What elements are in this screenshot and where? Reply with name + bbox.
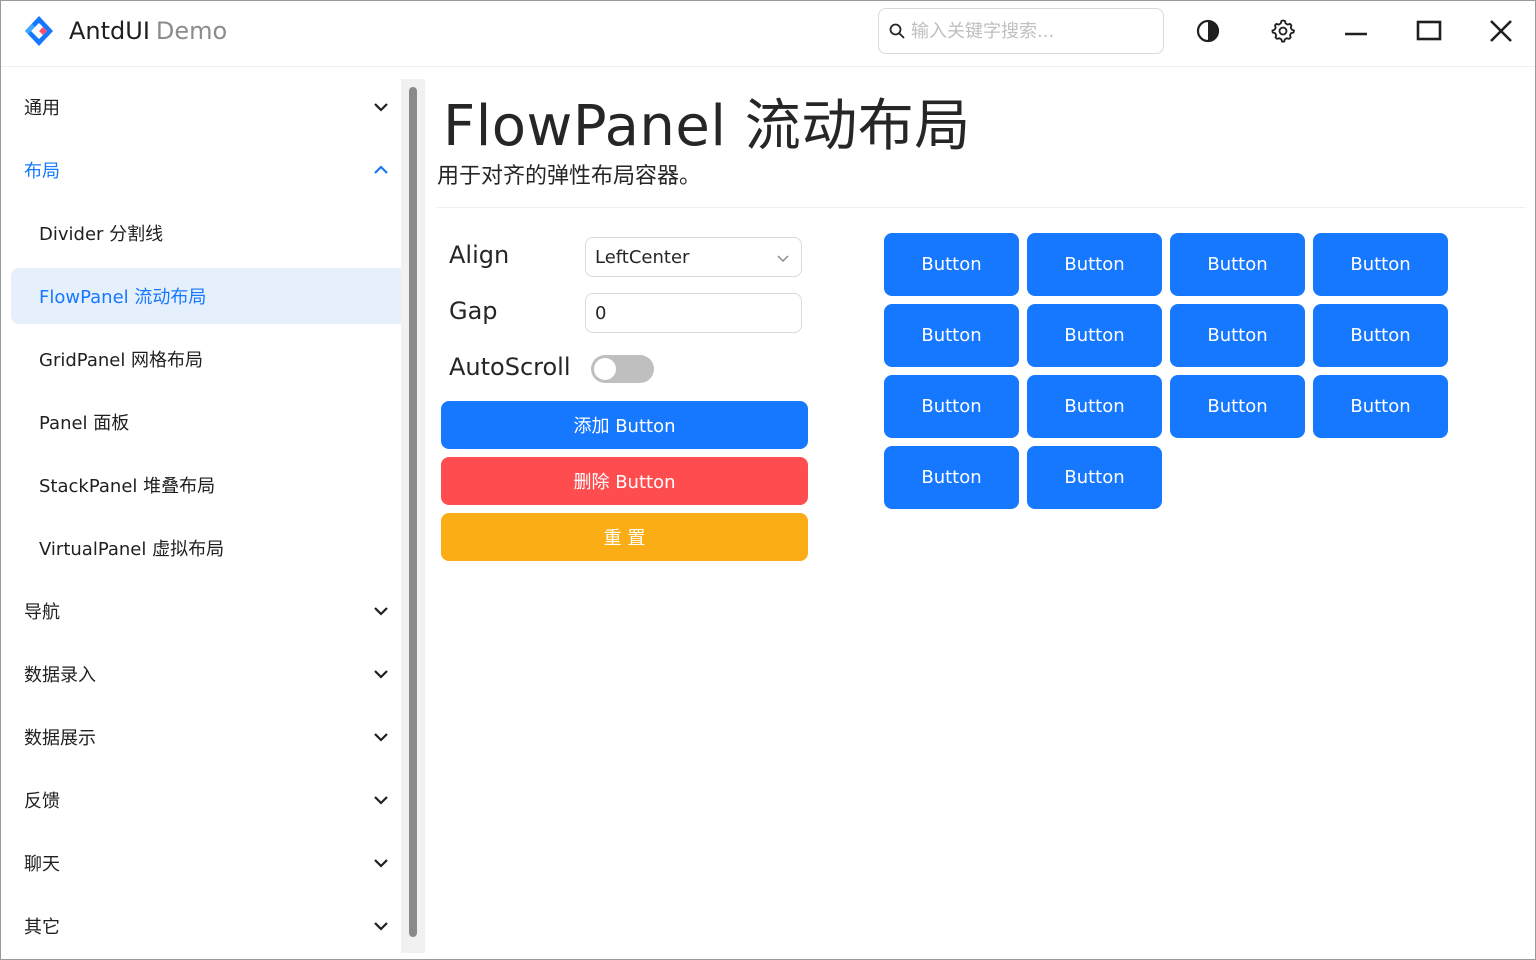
chevron-down-icon	[374, 796, 388, 805]
flow-button[interactable]: Button	[1027, 304, 1162, 367]
sidebar-scrollbar-thumb[interactable]	[409, 87, 417, 937]
delete-button[interactable]: 删除 Button	[441, 457, 808, 505]
minimize-button[interactable]	[1336, 11, 1376, 51]
theme-toggle-icon	[1196, 19, 1220, 43]
search-icon	[889, 23, 905, 39]
sidebar-group-other[interactable]: 其它	[3, 898, 425, 954]
header-divider	[437, 207, 1525, 208]
sidebar-item-label: FlowPanel 流动布局	[39, 287, 207, 308]
sidebar-item-panel[interactable]: Panel 面板	[11, 394, 425, 450]
minimize-icon	[1345, 32, 1367, 36]
maximize-button[interactable]	[1409, 11, 1449, 51]
page-title: FlowPanel 流动布局	[443, 94, 971, 159]
sidebar-item-label: GridPanel 网格布局	[39, 350, 204, 371]
align-label: Align	[449, 241, 510, 269]
sidebar-group-layout[interactable]: 布局	[3, 142, 425, 198]
sidebar-item-label: StackPanel 堆叠布局	[39, 476, 216, 497]
antd-logo-icon	[25, 16, 53, 46]
sidebar-group-data-entry[interactable]: 数据录入	[3, 646, 425, 702]
sidebar-group-label: 聊天	[24, 854, 60, 875]
sidebar-group-label: 数据展示	[24, 728, 96, 749]
theme-toggle-button[interactable]	[1188, 11, 1228, 51]
sidebar-item-label: Divider 分割线	[39, 224, 164, 245]
sidebar-group-general[interactable]: 通用	[3, 79, 425, 135]
chevron-down-icon	[374, 607, 388, 616]
search-box[interactable]	[878, 8, 1164, 54]
add-button[interactable]: 添加 Button	[441, 401, 808, 449]
align-select-value: LeftCenter	[595, 246, 690, 268]
sidebar-item-stackpanel[interactable]: StackPanel 堆叠布局	[11, 457, 425, 513]
flow-button[interactable]: Button	[1313, 304, 1448, 367]
flow-button[interactable]: Button	[884, 446, 1019, 509]
sidebar-group-label: 反馈	[24, 791, 60, 812]
sidebar-menu: 通用 布局 Divider 分割线 FlowPanel 流动布局 GridPan…	[3, 77, 425, 953]
flow-button[interactable]: Button	[1170, 233, 1305, 296]
flow-button[interactable]: Button	[1313, 375, 1448, 438]
chevron-down-icon	[777, 255, 789, 263]
page-description: 用于对齐的弹性布局容器。	[437, 164, 702, 189]
flow-button[interactable]: Button	[1027, 233, 1162, 296]
gap-label: Gap	[449, 297, 498, 325]
chevron-down-icon	[374, 103, 388, 112]
flow-button[interactable]: Button	[1027, 446, 1162, 509]
sidebar-item-gridpanel[interactable]: GridPanel 网格布局	[11, 331, 425, 387]
flow-button[interactable]: Button	[884, 304, 1019, 367]
sidebar-group-navigation[interactable]: 导航	[3, 583, 425, 639]
sidebar-item-label: Panel 面板	[39, 413, 130, 434]
chevron-down-icon	[374, 670, 388, 679]
sidebar-group-chat[interactable]: 聊天	[3, 835, 425, 891]
sidebar-item-virtualpanel[interactable]: VirtualPanel 虚拟布局	[11, 520, 425, 576]
settings-button[interactable]	[1263, 11, 1303, 51]
reset-button[interactable]: 重 置	[441, 513, 808, 561]
flow-button[interactable]: Button	[1313, 233, 1448, 296]
sidebar-group-label: 其它	[24, 917, 60, 938]
switch-knob	[594, 358, 616, 380]
flow-button[interactable]: Button	[1027, 375, 1162, 438]
chevron-down-icon	[374, 922, 388, 931]
sidebar-group-data-display[interactable]: 数据展示	[3, 709, 425, 765]
app-name: AntdUI	[69, 17, 150, 45]
settings-gear-icon	[1271, 19, 1295, 43]
close-icon	[1490, 20, 1512, 42]
flow-button[interactable]: Button	[884, 375, 1019, 438]
sidebar-item-divider[interactable]: Divider 分割线	[11, 205, 425, 261]
sidebar-group-label: 导航	[24, 602, 60, 623]
chevron-down-icon	[374, 733, 388, 742]
gap-input[interactable]	[585, 293, 802, 333]
maximize-icon	[1416, 20, 1442, 41]
sidebar-group-feedback[interactable]: 反馈	[3, 772, 425, 828]
sidebar-group-label: 数据录入	[24, 665, 96, 686]
sidebar-group-label: 通用	[24, 98, 60, 119]
flow-button[interactable]: Button	[1170, 304, 1305, 367]
chevron-up-icon	[374, 165, 388, 174]
flow-button[interactable]: Button	[1170, 375, 1305, 438]
sidebar-group-label: 布局	[24, 161, 60, 182]
search-input[interactable]	[911, 20, 1151, 42]
sidebar-item-label: VirtualPanel 虚拟布局	[39, 539, 225, 560]
flow-button[interactable]: Button	[884, 233, 1019, 296]
align-select[interactable]: LeftCenter	[585, 237, 802, 277]
app-subtitle: Demo	[155, 17, 228, 45]
autoscroll-switch[interactable]	[591, 355, 654, 383]
autoscroll-label: AutoScroll	[449, 353, 571, 381]
sidebar-item-flowpanel[interactable]: FlowPanel 流动布局	[11, 268, 425, 324]
chevron-down-icon	[374, 859, 388, 868]
close-button[interactable]	[1481, 11, 1521, 51]
